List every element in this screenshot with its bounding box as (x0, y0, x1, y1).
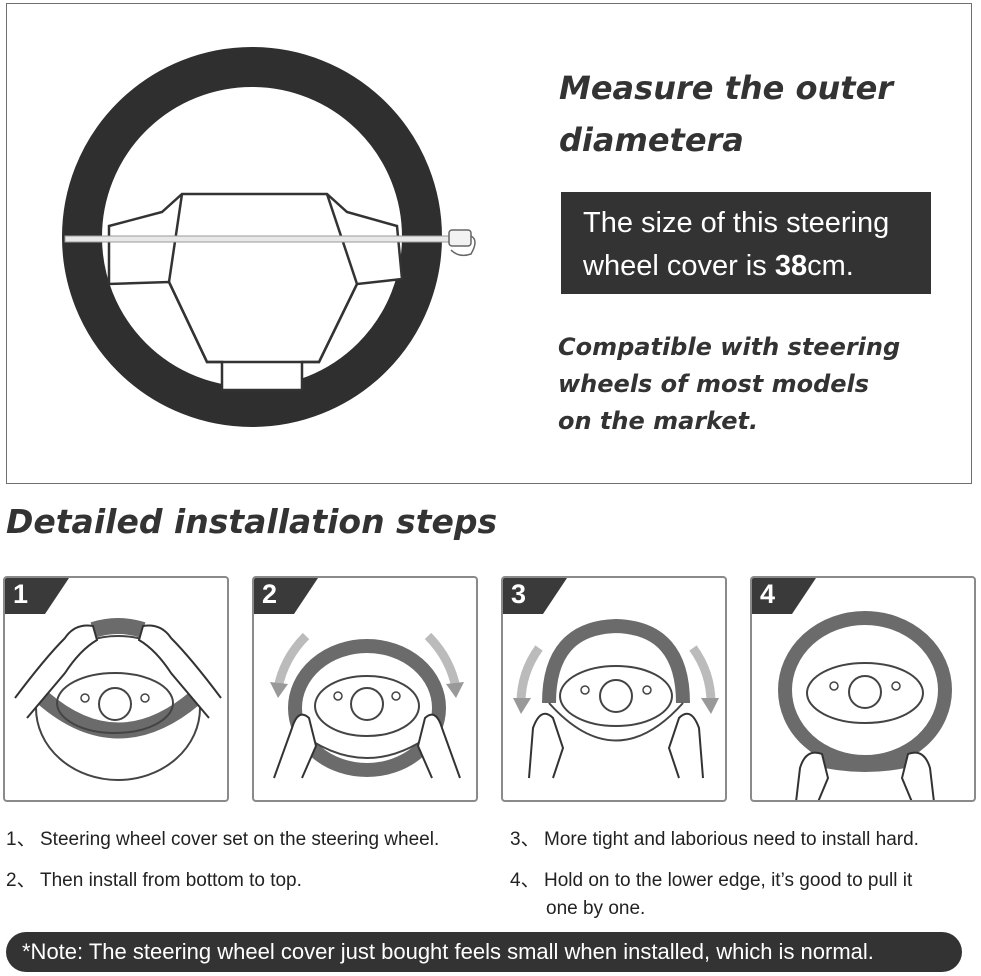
step-tab (752, 578, 816, 614)
instruction-2: 2、Then install from bottom to top. (6, 867, 302, 895)
step-card-4: 4 (750, 576, 976, 802)
instruction-number: 4、 (510, 870, 540, 891)
install-bottom-to-top-icon (270, 632, 464, 779)
step-card-2: 2 (252, 576, 478, 802)
instruction-number: 3、 (510, 829, 540, 850)
size-line1: The size of this steering (583, 207, 890, 239)
instruction-text: Then install from bottom to top. (40, 870, 302, 891)
compat-line1: Compatible with steering (558, 333, 901, 361)
step-tab (503, 578, 567, 614)
measure-title-line2: diametera (559, 121, 744, 159)
instruction-number: 2、 (6, 870, 36, 891)
instruction-4: 4、Hold on to the lower edge, it’s good t… (510, 867, 980, 923)
size-info-box: The size of this steering wheel cover is… (561, 192, 931, 294)
steps-heading: Detailed installation steps (6, 502, 498, 541)
compat-line2: wheels of most models (558, 370, 870, 398)
pull-tight-icon (513, 618, 719, 779)
size-line2: wheel cover is 38cm. (583, 245, 931, 288)
step-card-1: 1 (3, 576, 229, 802)
instruction-1: 1、Steering wheel cover set on the steeri… (6, 826, 439, 854)
compatibility-text: Compatible with steering wheels of most … (558, 329, 948, 440)
instruction-text: Steering wheel cover set on the steering… (40, 829, 440, 850)
size-value: 38 (774, 250, 808, 282)
instruction-number: 1、 (6, 829, 36, 850)
instruction-text: More tight and laborious need to install… (544, 829, 919, 850)
step-number: 3 (511, 579, 527, 609)
step-number: 1 (13, 579, 29, 609)
compat-line3: on the market. (558, 407, 759, 435)
size-unit: cm. (807, 250, 854, 282)
step-tab (5, 578, 69, 614)
step-number: 4 (760, 579, 776, 609)
step-tab (254, 578, 318, 614)
measure-title: Measure the outer diametera (559, 62, 959, 166)
pull-lower-edge-icon (778, 611, 952, 800)
instruction-text-line1: Hold on to the lower edge, it’s good to … (544, 870, 913, 891)
instruction-3: 3、More tight and laborious need to insta… (510, 826, 919, 854)
hands-place-cover-top-icon (14, 618, 222, 781)
size-prefix: wheel cover is (583, 250, 775, 282)
measure-panel: Measure the outer diametera The size of … (6, 3, 972, 484)
step-number: 2 (262, 579, 278, 609)
step-card-3: 3 (501, 576, 727, 802)
steering-wheel-measure-illustration (62, 47, 476, 427)
steps-row: 1 2 (0, 572, 981, 807)
note-banner: *Note: The steering wheel cover just bou… (6, 932, 962, 972)
instruction-text-line2: one by one. (546, 898, 646, 919)
measure-title-line1: Measure the outer (559, 69, 894, 107)
